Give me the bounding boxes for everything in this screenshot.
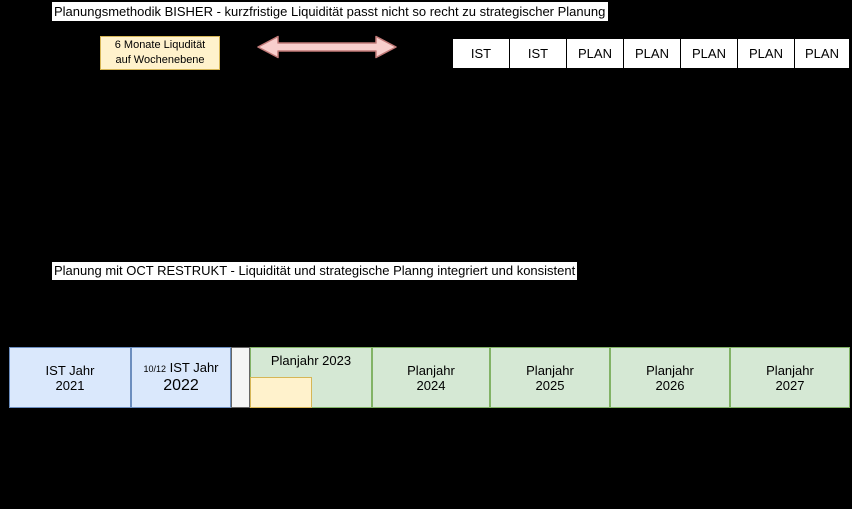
timeline-segment-plan-2026: Planjahr 2026: [610, 347, 730, 408]
period-box-ist-2: IST: [509, 38, 567, 69]
ist-2021-year: 2021: [55, 377, 85, 393]
plan-2023-liquidity-subbox: [250, 377, 312, 408]
liquidity-note-line2: auf Wochenebene: [115, 54, 205, 66]
plan-2026-year: 2026: [655, 377, 685, 393]
timeline-gap-box: [231, 347, 250, 408]
double-arrow-icon: [257, 35, 397, 59]
period-box-plan-2: PLAN: [623, 38, 681, 69]
ist-2022-year: 2022: [163, 377, 199, 394]
timeline-segment-ist-2021: IST Jahr 2021: [9, 347, 131, 408]
plan-2027-year: 2027: [775, 377, 805, 393]
title-bisher: Planungsmethodik BISHER - kurzfristige L…: [52, 2, 608, 21]
timeline-segment-plan-2024: Planjahr 2024: [372, 347, 490, 408]
plan-2025-label: Planjahr: [526, 362, 574, 378]
period-box-plan-4: PLAN: [737, 38, 795, 69]
plan-2026-label: Planjahr: [646, 362, 694, 378]
timeline-segment-plan-2027: Planjahr 2027: [730, 347, 850, 408]
timeline-segment-plan-2025: Planjahr 2025: [490, 347, 610, 408]
timeline-segment-ist-2022: 10/12 IST Jahr 2022: [131, 347, 231, 408]
liquidity-note-line1: 6 Monate Liqudität: [114, 39, 206, 51]
ist-2022-fraction: 10/12: [143, 364, 166, 374]
period-box-plan-3: PLAN: [680, 38, 738, 69]
ist-2022-label-text: IST Jahr: [169, 360, 219, 375]
period-box-ist-1: IST: [452, 38, 510, 69]
liquidity-note-box: 6 Monate Liqudität auf Wochenebene: [100, 36, 220, 70]
title-restrukt: Planung mit OCT RESTRUKT - Liquidität un…: [52, 262, 578, 280]
ist-2022-label: 10/12 IST Jahr: [143, 360, 218, 377]
plan-2024-label: Planjahr: [407, 362, 455, 378]
period-box-plan-1: PLAN: [566, 38, 624, 69]
plan-2027-label: Planjahr: [766, 362, 814, 378]
plan-2023-label: Planjahr 2023: [270, 353, 352, 368]
plan-2024-year: 2024: [416, 377, 446, 393]
period-box-plan-5: PLAN: [794, 38, 850, 69]
plan-2025-year: 2025: [535, 377, 565, 393]
ist-2021-label: IST Jahr: [45, 362, 95, 378]
